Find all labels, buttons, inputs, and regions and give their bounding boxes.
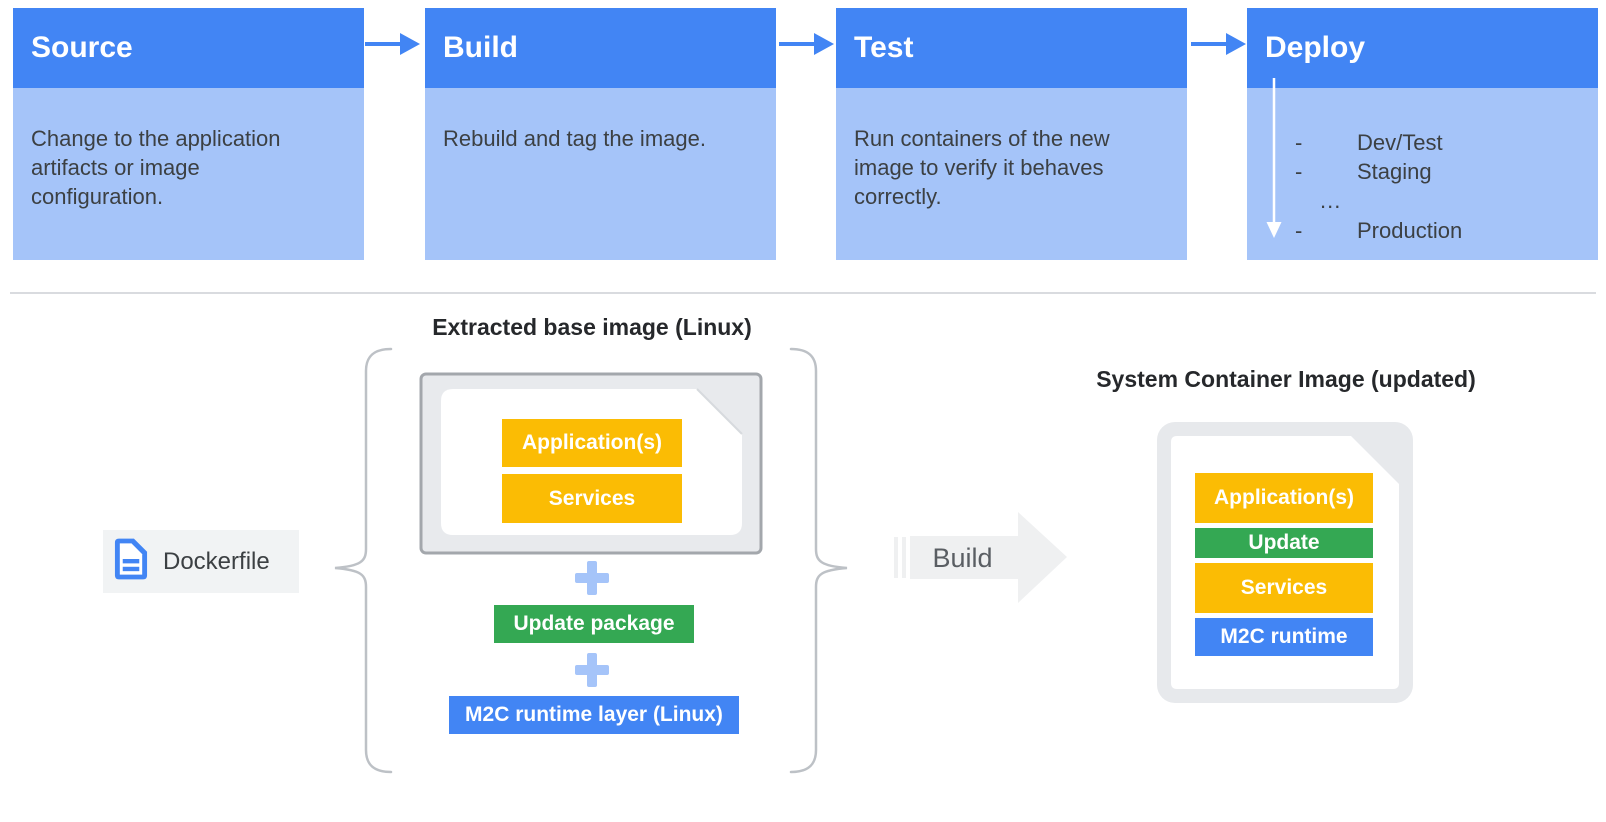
stage-deploy: Deploy - Dev/Test - Staging ... - Produc… bbox=[1247, 8, 1598, 260]
document-icon bbox=[113, 537, 149, 586]
list-item: - Dev/Test bbox=[1295, 128, 1462, 157]
stage-source: Source Change to the application artifac… bbox=[13, 8, 364, 260]
stage-source-description: Change to the application artifacts or i… bbox=[13, 88, 364, 260]
list-item: - Staging bbox=[1295, 157, 1462, 186]
stage-test-title: Test bbox=[836, 8, 1187, 88]
system-container-image-title: System Container Image (updated) bbox=[1096, 366, 1476, 392]
dockerfile-label: Dockerfile bbox=[163, 547, 270, 575]
stage-source-title: Source bbox=[13, 8, 364, 88]
list-item: - Production bbox=[1295, 216, 1462, 245]
stage-build: Build Rebuild and tag the image. bbox=[425, 8, 776, 260]
list-item-label: ... bbox=[1320, 188, 1342, 213]
arrow-right-icon bbox=[365, 33, 420, 55]
update-package-layer: Update package bbox=[494, 605, 694, 643]
list-item-dash: - bbox=[1295, 130, 1303, 155]
extracted-base-image-title: Extracted base image (Linux) bbox=[432, 314, 752, 340]
list-item-label: Production bbox=[1357, 218, 1463, 243]
list-item-ellipsis: ... bbox=[1295, 186, 1462, 216]
stage-test-description: Run containers of the new image to verif… bbox=[836, 88, 1187, 260]
arrow-right-icon bbox=[1191, 33, 1246, 55]
plus-icon bbox=[575, 653, 609, 687]
result-layer-applications: Application(s) bbox=[1195, 473, 1373, 523]
result-layer-update: Update bbox=[1195, 528, 1373, 558]
list-item-label: Dev/Test bbox=[1357, 130, 1443, 155]
build-arrow-label: Build bbox=[932, 542, 993, 573]
stage-deploy-title: Deploy bbox=[1247, 8, 1598, 88]
stage-test: Test Run containers of the new image to … bbox=[836, 8, 1187, 260]
result-layer-services: Services bbox=[1195, 563, 1373, 613]
list-item-label: Staging bbox=[1357, 159, 1432, 184]
dockerfile-chip: Dockerfile bbox=[103, 530, 299, 593]
base-layer-services: Services bbox=[502, 474, 682, 523]
section-divider bbox=[10, 292, 1596, 294]
left-brace bbox=[334, 347, 393, 774]
arrow-right-icon bbox=[779, 33, 834, 55]
list-item-dash: - bbox=[1295, 159, 1303, 184]
plus-icon bbox=[575, 561, 609, 595]
stage-build-title: Build bbox=[425, 8, 776, 88]
list-item-dash: - bbox=[1295, 218, 1303, 243]
deploy-target-list: - Dev/Test - Staging ... - Production bbox=[1295, 128, 1462, 245]
m2c-runtime-layer: M2C runtime layer (Linux) bbox=[449, 696, 739, 734]
folded-corner bbox=[696, 388, 743, 435]
right-brace bbox=[789, 347, 848, 774]
stage-build-description: Rebuild and tag the image. bbox=[425, 88, 776, 260]
base-layer-applications: Application(s) bbox=[502, 419, 682, 467]
stage-deploy-body: - Dev/Test - Staging ... - Production bbox=[1247, 88, 1598, 260]
result-layer-m2c-runtime: M2C runtime bbox=[1195, 618, 1373, 656]
